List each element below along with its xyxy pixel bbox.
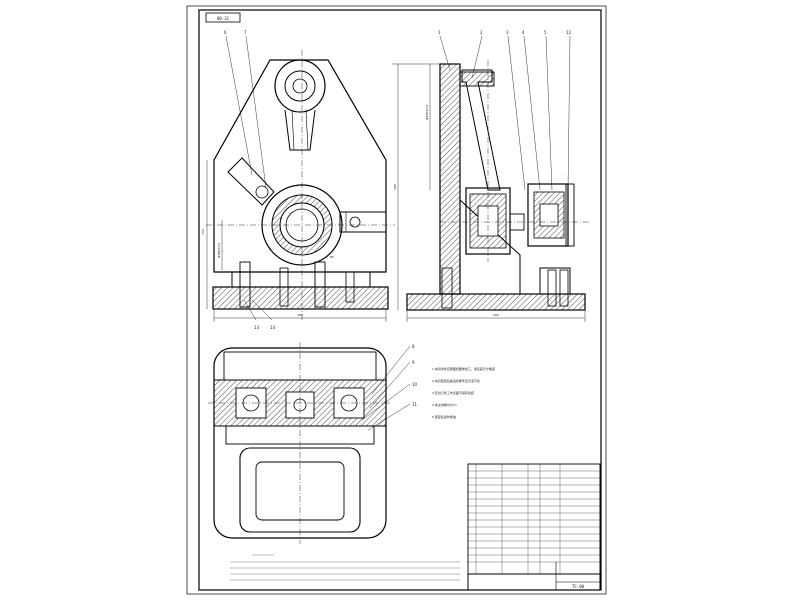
front-height-dim: 150	[201, 229, 205, 235]
side-top-dim: Φ25H7/n6	[425, 105, 429, 120]
balloon-6: 6	[224, 30, 227, 35]
balloon-13: 13	[254, 325, 260, 330]
tech-req-line: 2.夹具装配后各运动部件应灵活可靠	[432, 378, 480, 383]
side-height-dim: 390	[393, 184, 397, 190]
plan-view-leaders	[361, 345, 411, 431]
title-block	[467, 562, 601, 591]
tech-req-line: 4.未注倒角均为C1	[432, 402, 457, 407]
plan-view	[208, 342, 392, 544]
balloon-5: 5	[544, 30, 547, 35]
parts-list	[467, 463, 601, 575]
balloon-14: 14	[270, 325, 276, 330]
balloon-12: 12	[566, 30, 572, 35]
balloon-10: 10	[412, 382, 418, 387]
tech-req-line: 3.定位元件工作表面不得有划痕	[432, 390, 474, 395]
side-view-dimensions	[392, 63, 586, 322]
tech-requirements: 1.夹具零件应按图纸要求加工，保证其尺寸精度 2.夹具装配后各运动部件应灵活可靠…	[432, 366, 495, 419]
balloon-4: 4	[522, 30, 525, 35]
side-view	[406, 60, 590, 311]
front-hole-dim: Φ38H7/n6	[217, 243, 221, 258]
balloon-8: 8	[412, 344, 415, 349]
tech-req-line: 1.夹具零件应按图纸要求加工，保证其尺寸精度	[432, 366, 495, 371]
general-notes	[230, 554, 460, 581]
balloon-2: 2	[480, 30, 483, 35]
balloon-7: 7	[244, 30, 247, 35]
front-view-dimensions	[206, 160, 387, 322]
front-view	[206, 50, 395, 320]
drawing-code-box: 00-31	[205, 12, 241, 23]
side-width-dim: 200	[493, 313, 499, 317]
drawing-code-text: 00-31	[217, 16, 230, 21]
title-drawing-code: TC-00	[572, 584, 585, 589]
balloon-9: 9	[412, 360, 415, 365]
front-width-dim: 160	[297, 313, 303, 317]
front-view-leaders	[225, 35, 273, 321]
front-side-dim: 85	[330, 255, 334, 259]
balloon-1: 1	[438, 30, 441, 35]
balloon-11: 11	[412, 402, 418, 407]
sheet-border	[186, 5, 607, 595]
balloon-3: 3	[506, 30, 509, 35]
tech-req-line: 5.装配后涂防锈油	[432, 414, 456, 419]
side-view-leaders	[439, 35, 571, 191]
